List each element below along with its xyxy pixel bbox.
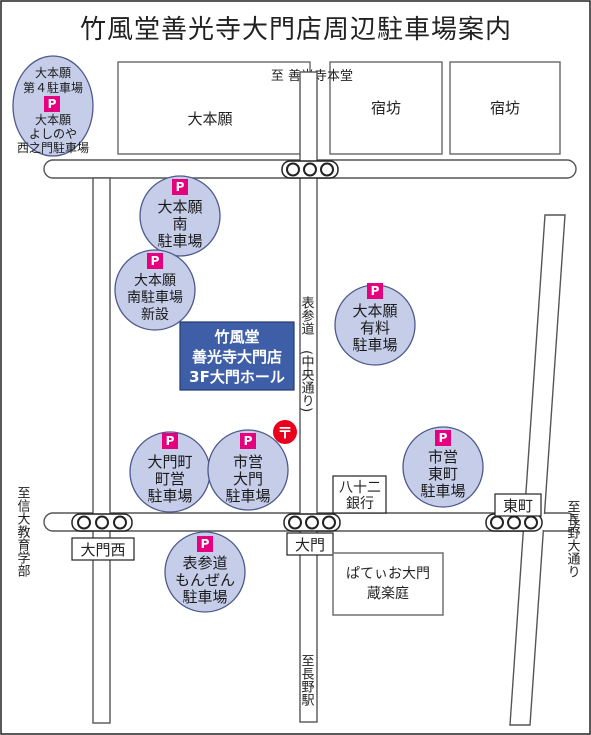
label-to-shinshu: 至信大教育学部 [15, 486, 31, 577]
label-hachijuni-2: 銀行 [346, 496, 374, 512]
parking-daihongan-4: 大本願 第４駐車場 P 大本願 よしのや 西之門駐車場 [12, 55, 94, 157]
parking-daihongan-south: P 大本願 南 駐車場 [139, 175, 221, 257]
svg-text:大本願: 大本願 [35, 66, 71, 80]
svg-text:P: P [244, 434, 253, 448]
svg-text:もんぜん: もんぜん [175, 571, 235, 589]
signal-daimon [283, 513, 341, 532]
signal-higashimachi [485, 513, 543, 532]
svg-text:有料: 有料 [360, 319, 390, 337]
label-daimon-nishi: 大門西 [80, 541, 125, 559]
svg-text:大本願: 大本願 [134, 273, 176, 289]
svg-text:P: P [166, 434, 175, 448]
box-hachijuni-bank [332, 475, 387, 514]
svg-text:大門: 大門 [233, 470, 263, 488]
svg-text:P: P [201, 537, 210, 551]
svg-text:表参道: 表参道 [299, 296, 315, 335]
svg-text:〒: 〒 [277, 424, 292, 442]
store-name-1: 竹風堂 [213, 328, 259, 346]
label-to-nagano-dori: 至長野大通り [565, 500, 581, 578]
svg-text:大門町: 大門町 [147, 453, 192, 471]
label-hachijuni-1: 八十二 [339, 480, 381, 496]
svg-text:P: P [371, 284, 380, 298]
label-to-nagano-station: 至長野駅 [299, 654, 315, 707]
label-shukubo-2: 宿坊 [490, 99, 520, 117]
svg-text:町営: 町営 [155, 470, 185, 488]
svg-text:P: P [439, 431, 448, 445]
box-daimon [286, 532, 334, 556]
signal-daimon-nishi [71, 513, 133, 532]
building-shukubo-2 [449, 61, 561, 155]
parking-daimoncho: P 大門町 町営 駐車場 [129, 431, 211, 513]
svg-text:新設: 新設 [141, 307, 169, 323]
svg-text:東町: 東町 [428, 465, 458, 483]
building-daihongan [117, 61, 311, 155]
label-daihongan: 大本願 [187, 110, 232, 128]
label-omotesando-vertical: 表参道 (中央通り) 至長野駅 至信大教育学部 至長野大通り [15, 296, 581, 707]
parking-daihongan-paid: P 大本願 有料 駐車場 [334, 283, 416, 366]
svg-text:P: P [176, 180, 185, 194]
label-daimon: 大門 [295, 536, 325, 554]
post-office-icon: 〒 [273, 420, 297, 444]
building-shukubo-1 [329, 61, 443, 155]
label-pateo-1: ぱてぃお大門 [346, 566, 430, 582]
svg-text:P: P [48, 97, 57, 111]
svg-text:第４駐車場: 第４駐車場 [23, 80, 83, 95]
box-higashimachi [494, 493, 542, 517]
parking-daihongan-south-new: P 大本願 南駐車場 新設 [114, 249, 196, 331]
svg-text:駐車場: 駐車場 [182, 588, 227, 606]
svg-text:南: 南 [172, 215, 187, 233]
svg-text:駐車場: 駐車場 [352, 336, 397, 354]
parking-omotesando-monzen: P 表参道 もんぜん 駐車場 [164, 531, 246, 613]
svg-text:大本願: 大本願 [157, 198, 202, 216]
svg-text:駐車場: 駐車場 [420, 482, 465, 500]
store-daimon-hall [179, 321, 295, 391]
svg-text:大本願: 大本願 [35, 113, 71, 127]
label-pateo-2: 蔵楽庭 [367, 585, 409, 602]
svg-text:市営: 市営 [428, 448, 458, 466]
map-title: 竹風堂善光寺大門店周辺駐車場案内 [80, 15, 512, 45]
svg-text:市営: 市営 [233, 453, 263, 471]
svg-text:大本願: 大本願 [352, 302, 397, 320]
parking-shiei-higashimachi: P 市営 東町 駐車場 [402, 426, 484, 508]
signal-top [281, 160, 339, 179]
svg-text:駐車場: 駐車場 [157, 232, 202, 250]
svg-text:よしのや: よしのや [29, 127, 77, 141]
svg-text:西之門駐車場: 西之門駐車場 [17, 140, 89, 155]
svg-text:駐車場: 駐車場 [225, 487, 270, 505]
parking-shiei-daimon: P 市営 大門 駐車場 [207, 429, 289, 511]
box-daimon-nishi [71, 537, 135, 561]
svg-text:駐車場: 駐車場 [147, 487, 192, 505]
building-pateo [332, 552, 444, 616]
store-name-2: 善光寺大門店 [192, 348, 282, 366]
store-name-3: 3F大門ホール [189, 368, 285, 386]
svg-text:表参道: 表参道 [182, 554, 227, 572]
svg-text:南駐車場: 南駐車場 [127, 289, 183, 306]
svg-text:P: P [151, 254, 160, 268]
label-higashimachi: 東町 [503, 497, 533, 515]
label-chuo-dori: (中央通り) [299, 350, 315, 412]
label-shukubo-1: 宿坊 [371, 99, 401, 117]
